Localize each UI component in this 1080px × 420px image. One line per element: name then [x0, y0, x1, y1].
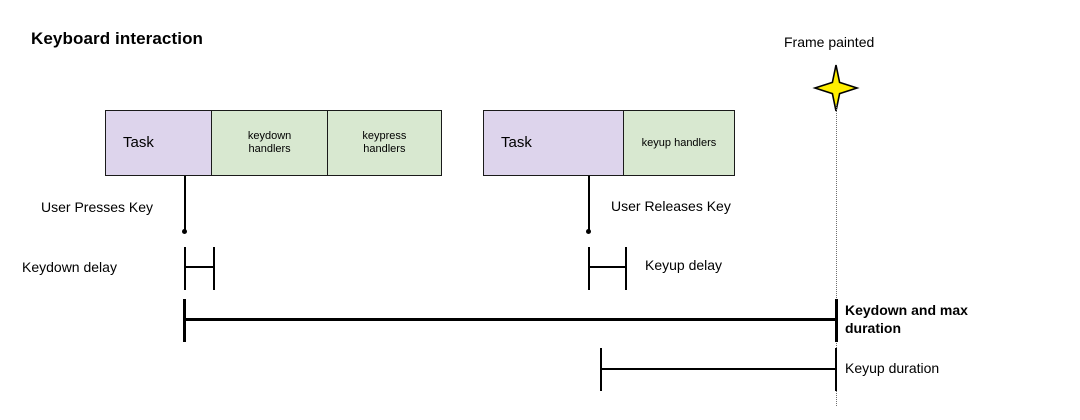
keydown-delay-start-tick [184, 247, 186, 290]
keydown-track: Task keydown handlers keypress handlers [105, 110, 442, 176]
keyup-duration-label: Keyup duration [845, 360, 940, 376]
keyup-delay-label: Keyup delay [645, 257, 723, 273]
keydown-max-duration-label-line2: duration [845, 320, 901, 337]
keypress-handlers-label-line2: handlers [363, 143, 406, 155]
keydown-handlers-label-line2: handlers [248, 143, 291, 155]
keydown-delay-end-tick [213, 247, 215, 290]
keyup-duration-end-tick [835, 348, 837, 391]
keydown-max-duration-span-line [183, 318, 838, 321]
keyup-delay-start-tick [588, 247, 590, 290]
keyup-handlers-segment: keyup handlers [622, 111, 734, 175]
keyup-track-task-segment: Task [484, 111, 623, 175]
keydown-handlers-label-line1: keydown [247, 130, 292, 143]
keydown-max-duration-label: Keydown and max duration [845, 301, 1025, 337]
user-presses-key-label: User Presses Key [41, 199, 154, 215]
keyup-event-drop-line [588, 176, 590, 233]
keyup-delay-end-tick [625, 247, 627, 290]
frame-painted-label: Frame painted [784, 34, 875, 50]
keyup-duration-span-line [600, 368, 836, 370]
keypress-handlers-segment: keypress handlers [326, 111, 441, 175]
keydown-max-duration-label-line1: Keydown and max [845, 302, 968, 318]
keyup-track: Task keyup handlers [483, 110, 735, 176]
keydown-track-task-segment: Task [106, 111, 212, 175]
keydown-handlers-segment: keydown handlers [211, 111, 327, 175]
frame-painted-guide-line [836, 104, 837, 406]
keydown-event-drop-line [184, 176, 186, 233]
keydown-event-dot [181, 229, 187, 234]
keyup-event-dot [585, 229, 591, 234]
keyup-delay-span-line [588, 266, 626, 268]
user-releases-key-label: User Releases Key [611, 198, 731, 214]
keydown-max-duration-end-tick [835, 299, 838, 342]
keydown-delay-label: Keydown delay [22, 259, 117, 275]
keypress-handlers-label: keypress handlers [362, 130, 406, 156]
keydown-handlers-label: keydown handlers [248, 130, 291, 156]
keypress-handlers-label-line1: keypress [362, 130, 407, 143]
keydown-delay-span-line [184, 266, 214, 268]
page-title: Keyboard interaction [31, 29, 204, 48]
